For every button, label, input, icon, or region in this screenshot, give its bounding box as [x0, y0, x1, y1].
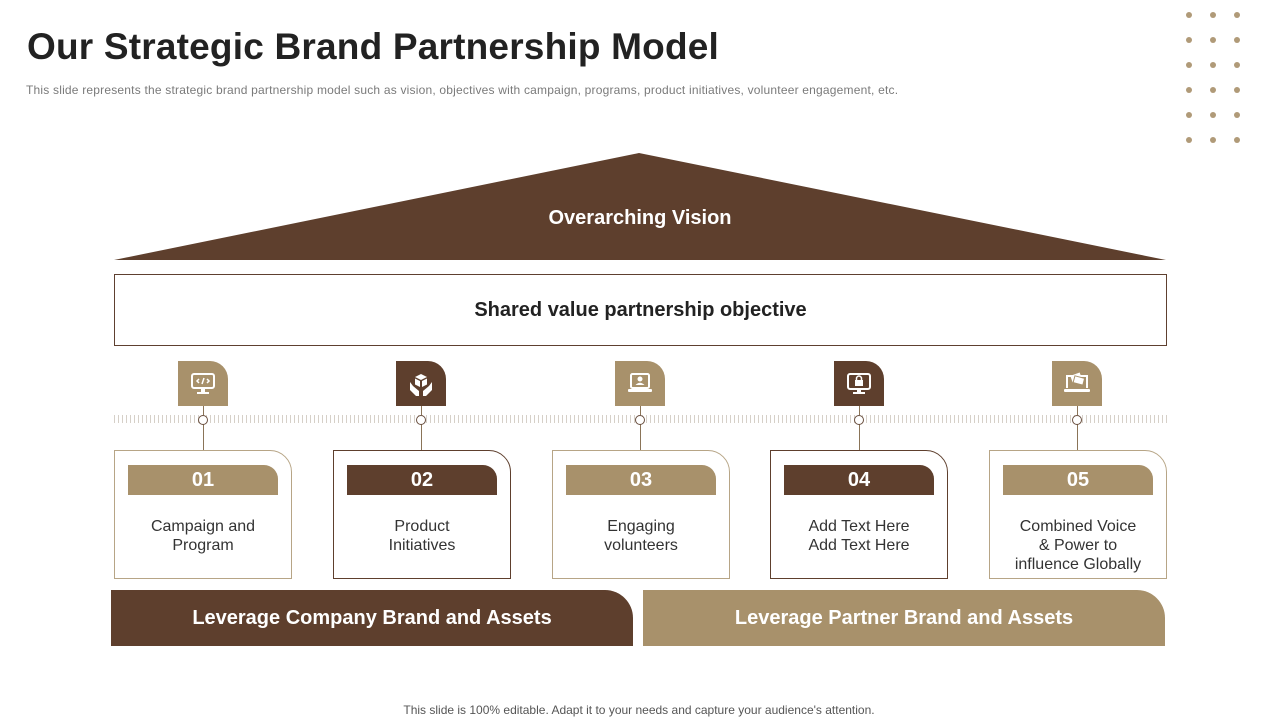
company-brand-label: Leverage Company Brand and Assets: [192, 606, 552, 629]
icon-connector: [203, 406, 204, 415]
pillar-card-01: 01 Campaign and Program: [114, 450, 292, 579]
pillar-card-03: 03 Engaging volunteers: [552, 450, 730, 579]
pillar-text: Add Text Here Add Text Here: [808, 518, 910, 554]
partner-brand-bar: Leverage Partner Brand and Assets: [643, 590, 1165, 646]
monitor-code-icon: [178, 361, 228, 406]
pillar-number: 04: [784, 465, 934, 495]
pillar-card-04: 04 Add Text Here Add Text Here: [770, 450, 948, 579]
timeline-node: [416, 415, 426, 425]
pillar-number: 02: [347, 465, 497, 495]
objective-label: Shared value partnership objective: [474, 298, 807, 321]
vision-label: Overarching Vision: [548, 207, 732, 229]
pillar-text: Combined Voice & Power to influence Glob…: [1014, 518, 1142, 573]
laptop-user-icon: [615, 361, 665, 406]
page-subtitle: This slide represents the strategic bran…: [26, 83, 899, 97]
timeline-node: [198, 415, 208, 425]
timeline-node: [635, 415, 645, 425]
timeline-node: [854, 415, 864, 425]
laptop-money-icon: [1052, 361, 1102, 406]
objective-box: Shared value partnership objective: [114, 274, 1167, 346]
pillar-text: Engaging volunteers: [604, 518, 678, 554]
pillar-text: Product Initiatives: [388, 518, 456, 554]
pillar-number: 03: [566, 465, 716, 495]
icon-connector: [1077, 406, 1078, 415]
icon-connector: [421, 406, 422, 415]
card-connector: [203, 424, 204, 466]
page-title: Our Strategic Brand Partnership Model: [27, 26, 720, 67]
icon-connector: [859, 406, 860, 415]
monitor-lock-icon: [834, 361, 884, 406]
card-connector: [859, 424, 860, 466]
icon-connector: [640, 406, 641, 415]
pillar-text: Campaign and Program: [150, 518, 256, 554]
partner-brand-label: Leverage Partner Brand and Assets: [734, 606, 1074, 629]
company-brand-bar: Leverage Company Brand and Assets: [111, 590, 633, 646]
timeline-node: [1072, 415, 1082, 425]
card-connector: [640, 424, 641, 466]
pillar-card-05: 05 Combined Voice & Power to influence G…: [989, 450, 1167, 579]
hands-cube-icon: [396, 361, 446, 406]
vision-roof-triangle: [114, 153, 1166, 260]
pillar-number: 05: [1003, 465, 1153, 495]
footer-note: This slide is 100% editable. Adapt it to…: [403, 703, 875, 717]
card-connector: [1077, 424, 1078, 466]
decorative-dot-grid: [1186, 12, 1240, 143]
pillar-number: 01: [128, 465, 278, 495]
pillar-card-02: 02 Product Initiatives: [333, 450, 511, 579]
card-connector: [421, 424, 422, 466]
